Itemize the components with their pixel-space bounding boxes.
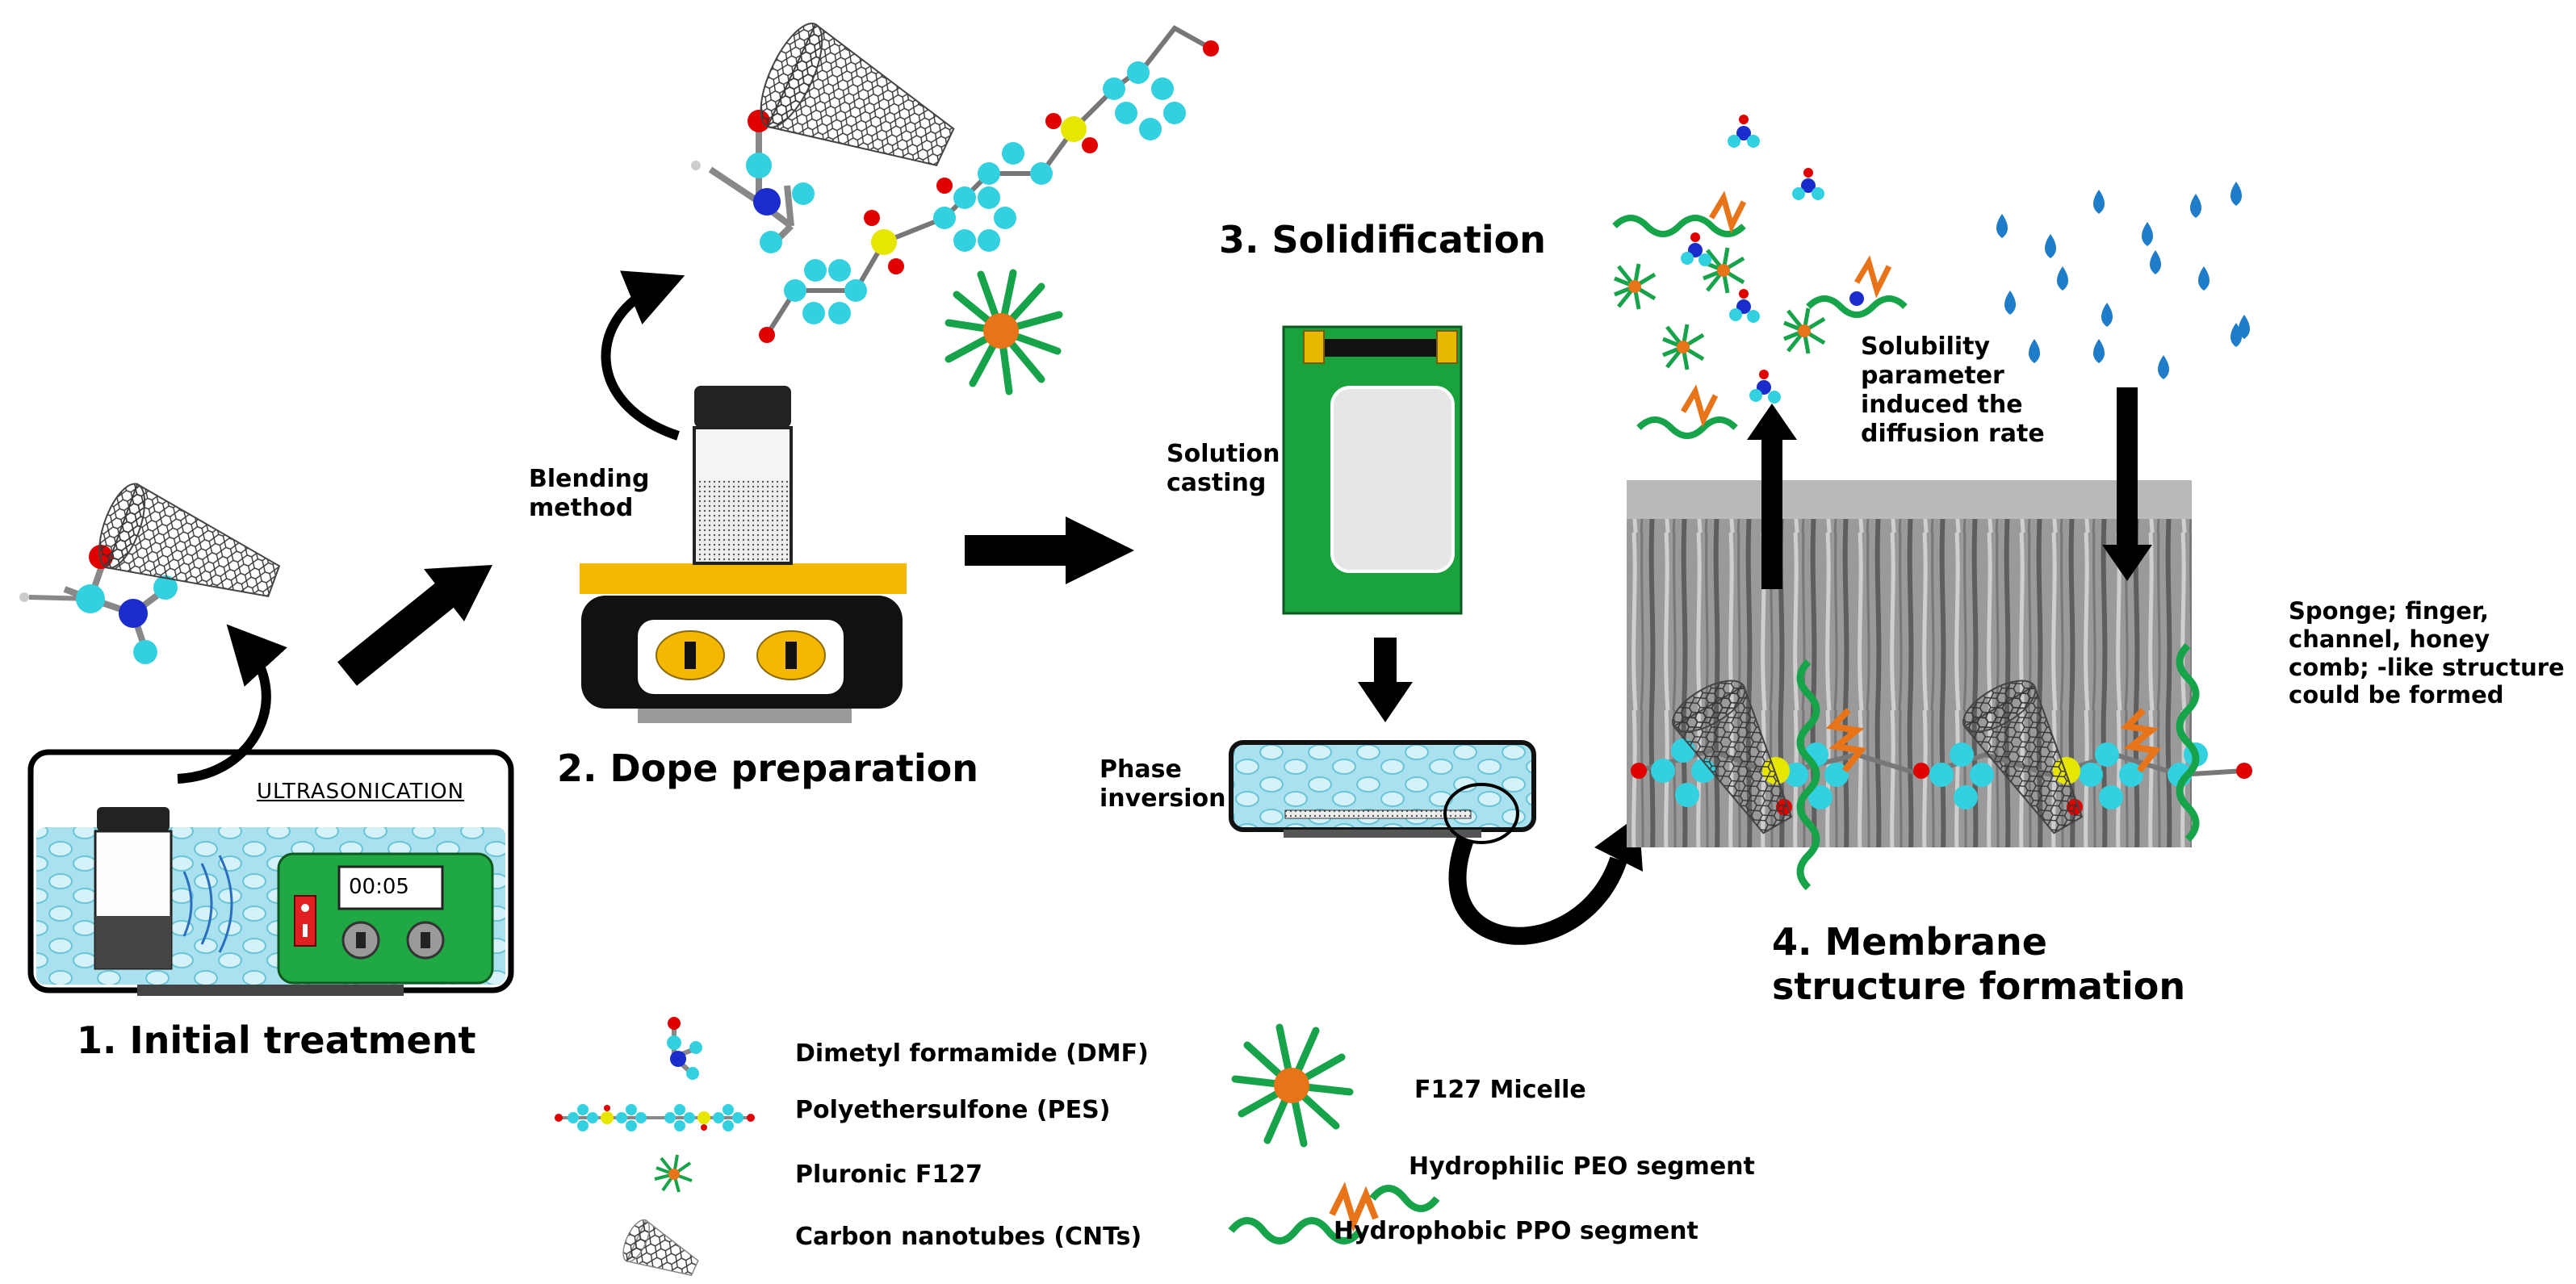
legend-f127-icon bbox=[654, 1154, 693, 1193]
ppo-segment bbox=[2120, 708, 2162, 773]
legend-peo-label: Hydrophilic PEO segment bbox=[1409, 1152, 1755, 1181]
curved-arrow bbox=[177, 624, 287, 784]
legend-micelle-icon bbox=[1231, 1023, 1354, 1148]
ultrasonication-label: ULTRASONICATION bbox=[257, 780, 465, 804]
control-panel bbox=[277, 852, 494, 985]
peo-chain-icon bbox=[1796, 642, 2200, 891]
ppo-segment bbox=[1825, 708, 1867, 773]
timer-display: 00:05 bbox=[349, 875, 409, 899]
dope-vial-icon bbox=[693, 386, 793, 565]
pes-chain-icon bbox=[1631, 738, 2252, 815]
structure-note: Sponge; finger, channel, honey comb; -li… bbox=[2289, 597, 2565, 709]
arrow-down bbox=[2102, 387, 2152, 581]
stirrer-plate bbox=[580, 563, 907, 723]
step4-title: 4. Membrane structure formation bbox=[1772, 920, 2186, 1009]
legend-f127-label: Pluronic F127 bbox=[795, 1161, 983, 1189]
legend-micelle-label: F127 Micelle bbox=[1414, 1076, 1586, 1104]
pes-molecule-icon bbox=[759, 25, 1219, 343]
casting-plate bbox=[1282, 325, 1463, 615]
vial-icon bbox=[94, 807, 173, 970]
solubility-label: Solubility parameter induced the diffusi… bbox=[1861, 333, 2045, 448]
cnt-icon bbox=[1672, 680, 1793, 834]
legend-ppo-label: Hydrophobic PPO segment bbox=[1334, 1217, 1698, 1245]
legend-dmf-label: Dimetyl formamide (DMF) bbox=[795, 1039, 1149, 1068]
legend-peo-ppo-icon bbox=[1228, 1182, 1440, 1244]
cnt-icon bbox=[760, 23, 955, 167]
curved-arrow bbox=[601, 270, 685, 441]
arrow-down bbox=[1358, 638, 1413, 722]
arrow-step2-to-step3 bbox=[965, 517, 1134, 584]
legend-cnt-label: Carbon nanotubes (CNTs) bbox=[795, 1223, 1142, 1251]
legend-dmf-icon bbox=[667, 1017, 702, 1080]
step3-title: 3. Solidification bbox=[1219, 218, 1546, 261]
cnt-icon bbox=[1962, 680, 2084, 834]
legend-pes-icon bbox=[555, 1104, 755, 1131]
micelle-icon bbox=[945, 269, 1063, 395]
coagulation-bath bbox=[1229, 740, 1536, 844]
legend-cnt-icon bbox=[622, 1219, 699, 1277]
phase-inversion-label: Phase inversion bbox=[1100, 755, 1226, 813]
curved-arrow bbox=[1448, 836, 1627, 945]
dmf-molecule-icon bbox=[19, 545, 178, 664]
step2-title: 2. Dope preparation bbox=[557, 747, 979, 790]
scattered-molecules bbox=[1612, 115, 1908, 439]
ultrasonication-bath bbox=[27, 749, 514, 996]
legend-pes-label: Polyethersulfone (PES) bbox=[795, 1096, 1111, 1124]
solution-casting-label: Solution casting bbox=[1167, 440, 1280, 497]
dmf-molecule-icon bbox=[691, 110, 815, 253]
step1-title: 1. Initial treatment bbox=[77, 1018, 476, 1062]
sem-image bbox=[1627, 480, 2192, 847]
blending-label: Blending method bbox=[529, 465, 650, 522]
arrow-step1-to-step2 bbox=[337, 565, 492, 686]
cnt-icon bbox=[98, 483, 281, 598]
arrow-up bbox=[1747, 404, 1797, 589]
water-drops bbox=[1996, 182, 2250, 379]
